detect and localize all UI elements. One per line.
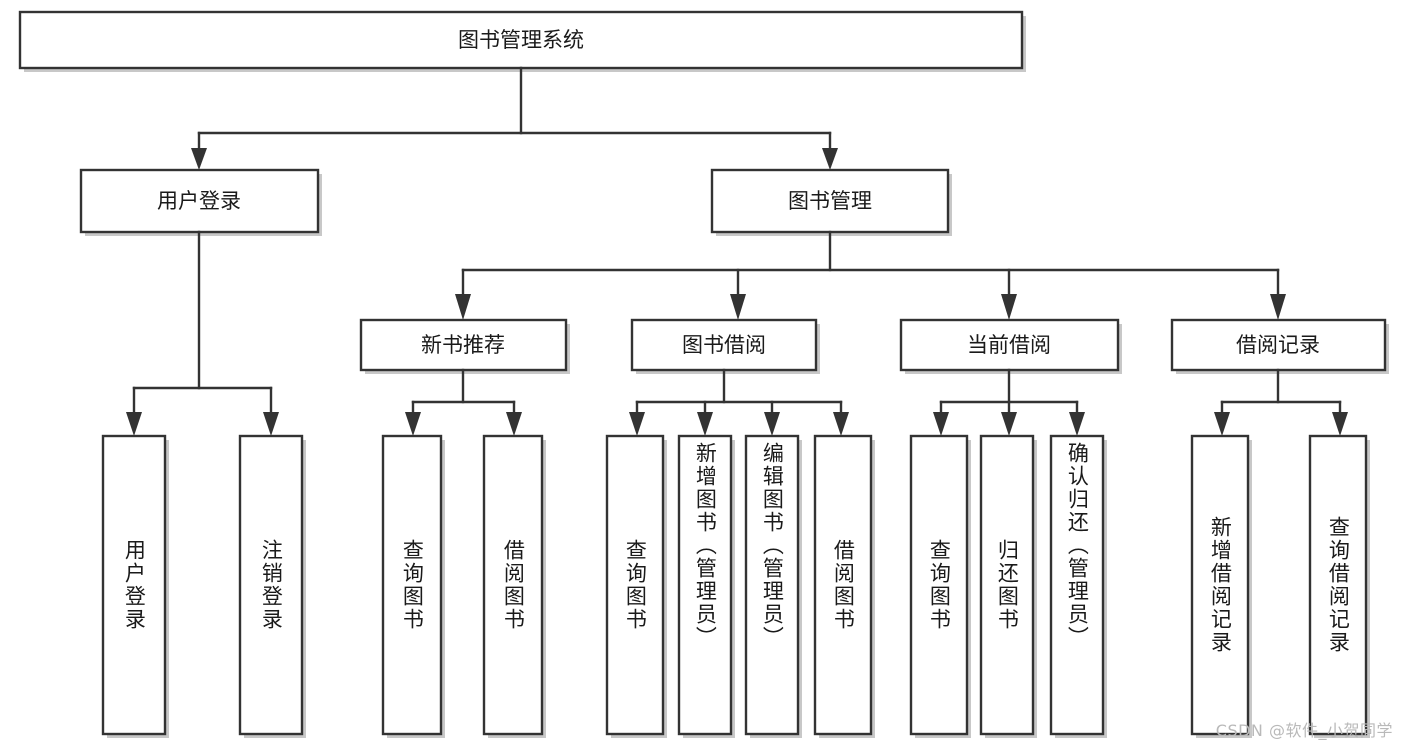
arrow-head-leaf-user-login: [126, 412, 142, 436]
node-leaf-borrow-book-2[interactable]: [813, 434, 875, 738]
arrow-head-borrow-record: [1270, 294, 1286, 320]
node-leaf-query-record[interactable]: [1308, 434, 1370, 738]
connector-book-manage-to-level3: [455, 230, 1286, 320]
user-login-box: [79, 168, 320, 234]
watermark: CSDN @软件_小贺同学: [1215, 721, 1393, 740]
arrow-head-book-borrow: [730, 294, 746, 320]
node-leaf-return-book[interactable]: [979, 434, 1037, 738]
connector-new-book-recommend-to-leaves: [405, 368, 522, 436]
node-book-borrow[interactable]: 图书借阅: [630, 318, 820, 374]
user-login-label: 用户登录: [157, 189, 241, 213]
node-root[interactable]: 图书管理系统: [18, 10, 1026, 72]
node-leaf-confirm-return[interactable]: [1049, 434, 1107, 738]
node-leaf-query-book-2[interactable]: [605, 434, 667, 738]
node-leaf-query-book-1[interactable]: [381, 434, 445, 738]
connector-borrow-record-to-leaves: [1214, 368, 1348, 436]
node-leaf-borrow-book-1[interactable]: [482, 434, 546, 738]
arrow-head-current-borrow: [1001, 294, 1017, 320]
node-current-borrow[interactable]: 当前借阅: [899, 318, 1122, 374]
book-manage-label: 图书管理: [788, 189, 872, 213]
node-user-login[interactable]: 用户登录: [79, 168, 322, 236]
node-leaf-user-login[interactable]: [101, 434, 169, 738]
node-borrow-record[interactable]: 借阅记录: [1170, 318, 1389, 374]
arrow-head-leaf-logout-login: [263, 412, 279, 436]
borrow-record-label: 借阅记录: [1236, 333, 1320, 357]
root-label: 图书管理系统: [458, 28, 584, 52]
node-new-book-recommend[interactable]: 新书推荐: [359, 318, 570, 374]
node-leaf-query-book-3[interactable]: [909, 434, 971, 738]
arrow-head-book-manage: [822, 148, 838, 170]
node-leaf-add-record[interactable]: [1190, 434, 1252, 738]
node-leaf-add-book[interactable]: [677, 434, 735, 738]
new-book-recommend-box: [359, 318, 568, 372]
arrow-head-new-book-recommend: [455, 294, 471, 320]
new-book-recommend-label: 新书推荐: [421, 333, 505, 357]
connector-current-borrow-to-leaves: [933, 368, 1085, 436]
node-leaf-edit-book[interactable]: [744, 434, 802, 738]
book-borrow-label: 图书借阅: [682, 333, 766, 357]
borrow-record-box: [1170, 318, 1387, 372]
leaf-boxes: [101, 434, 1370, 738]
current-borrow-box: [899, 318, 1120, 372]
current-borrow-label: 当前借阅: [967, 333, 1051, 357]
arrow-head-user-login: [191, 148, 207, 170]
root-box: [18, 10, 1024, 70]
connector-user-login-to-leaves: [126, 230, 279, 436]
node-book-manage[interactable]: 图书管理: [710, 168, 952, 236]
connector-root-to-level2: [191, 66, 838, 170]
connector-book-borrow-to-leaves: [629, 368, 849, 436]
node-leaf-logout-login[interactable]: [238, 434, 306, 738]
